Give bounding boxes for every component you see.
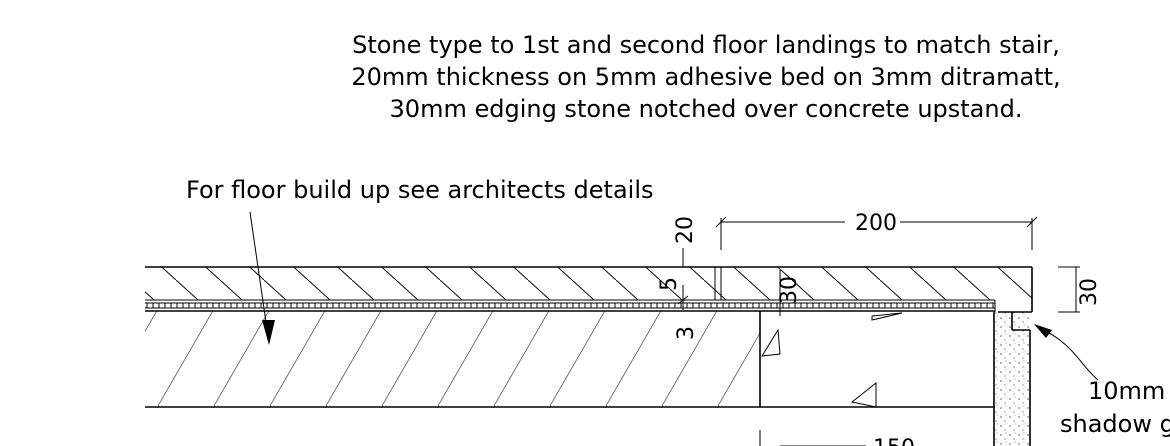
stone-layer (145, 266, 1033, 313)
dim-3-label: 3 (674, 326, 699, 340)
dimension-bottom-partial: 150 (759, 430, 915, 446)
dim-20-label: 20 (673, 216, 698, 244)
adhesive-and-mat-layer (145, 300, 996, 312)
dim-5-label: 5 (657, 277, 682, 291)
dimension-stone-thickness: 20 (673, 216, 698, 267)
stone-spec-line-3: 30mm edging stone notched over concrete … (390, 95, 1023, 123)
dimension-upstand-stone: 30 (777, 270, 802, 316)
shadow-gap-label-2: shadow ga (1060, 410, 1170, 438)
dim-30-edge-label: 30 (1077, 278, 1102, 306)
dim-30-inner-label: 30 (777, 276, 802, 304)
dim-150-label: 150 (873, 436, 915, 446)
stone-spec-line-1: Stone type to 1st and second floor landi… (352, 31, 1060, 59)
shadow-gap-label-1: 10mm (1088, 377, 1165, 405)
concrete-upstand (761, 312, 903, 408)
dimension-edge-depth: 30 (1058, 266, 1102, 313)
dim-200-label: 200 (855, 211, 897, 236)
dimension-edge-width: 200 (715, 211, 1038, 250)
stone-spec-line-2: 20mm thickness on 5mm adhesive bed on 3m… (351, 63, 1060, 91)
structural-slab (145, 310, 995, 408)
shadow-gap-leader (1034, 324, 1099, 381)
stone-specification-note: Stone type to 1st and second floor landi… (351, 31, 1060, 123)
wall-section (993, 312, 1031, 446)
floor-build-up-note: For floor build up see architects detail… (186, 176, 653, 204)
dimension-adhesive-mat: 5 3 (657, 277, 699, 340)
